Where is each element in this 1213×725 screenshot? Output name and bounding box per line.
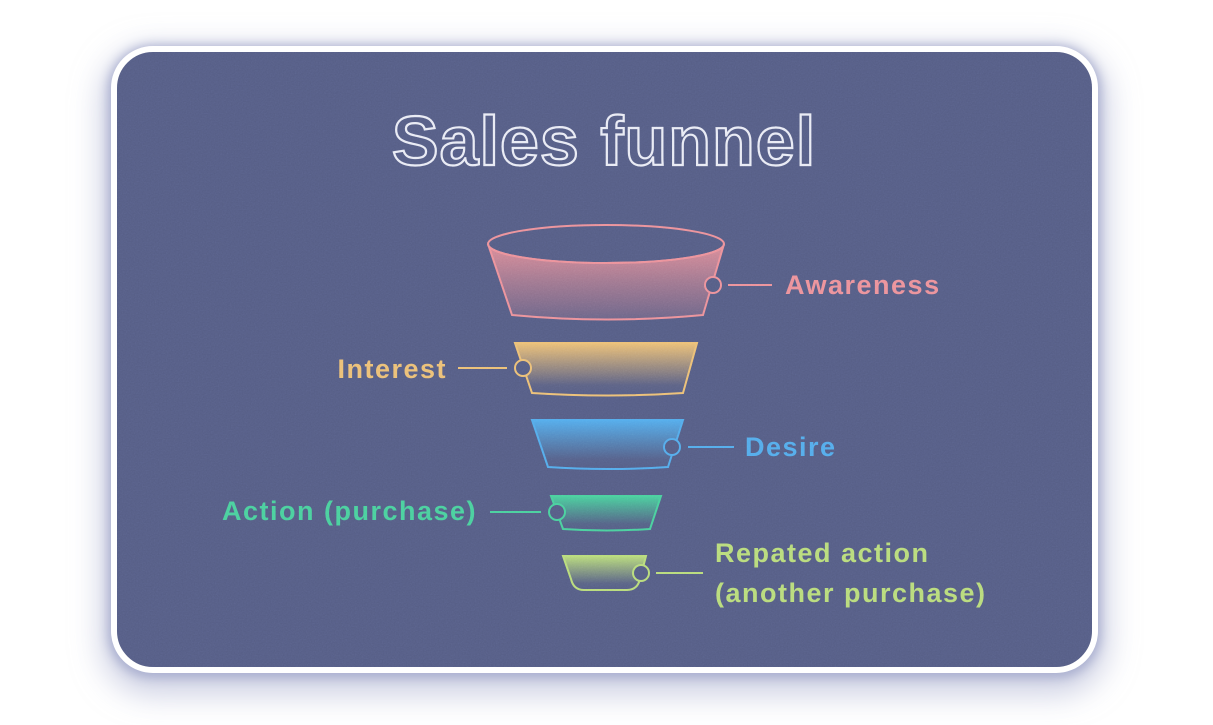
funnel-stage-action-shape [549,495,663,532]
connector-dot-repeated-action [632,564,650,582]
funnel-stage-interest-shape [513,342,699,397]
connector-dot-action [548,503,566,521]
stage-label-desire: Desire [745,432,837,462]
connector-dot-awareness [704,276,722,294]
stage-label-action: Action (purchase) [222,496,477,526]
funnel-stage-awareness-shape [487,243,725,321]
diagram-title: Sales funnel [392,102,816,180]
funnel-diagram: Sales funnel Awareness [222,101,987,608]
connector-dot-interest [514,359,532,377]
stage-label-interest: Interest [337,354,447,384]
funnel-stage-awareness-rim [487,224,725,264]
connector-dot-desire [663,438,681,456]
funnel-card: Sales funnel Awareness [111,46,1098,673]
stage-label-repeated-action-line2: (another purchase) [715,578,987,608]
funnel-stage-desire-shape [530,419,685,470]
stage-label-awareness: Awareness [785,270,941,300]
stage-label-repeated-action-line1: Repated action [715,538,930,568]
